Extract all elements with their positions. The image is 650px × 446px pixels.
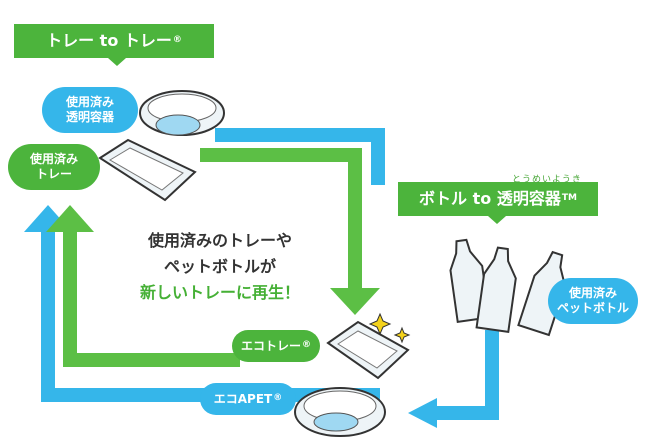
center-message: 使用済みのトレーや ペットボトルが 新しいトレーに再生！ [110, 228, 330, 306]
center-line2: ペットボトルが [163, 257, 276, 276]
eco-tray-bubble: エコトレー® [232, 330, 320, 362]
eco-tray-icon [326, 320, 410, 380]
clear-bowl-icon [139, 90, 225, 136]
bottle-badge-bg [398, 182, 598, 216]
tray-to-tray-badge-bg [14, 24, 214, 58]
used-tray-line1: 使用済み [29, 152, 78, 166]
used-clear-container-line2: 透明容器 [65, 110, 114, 124]
ruby-text: とうめいようき [512, 175, 582, 185]
bottle-to-container-mark: TM [561, 193, 577, 204]
blue-loop-path [215, 128, 385, 185]
used-bottle-bubble: 使用済み ペットボトル [548, 278, 638, 324]
green-arrow-up [46, 205, 94, 232]
blue-arrow-left [408, 398, 437, 428]
used-bottle-line1: 使用済み [568, 286, 617, 300]
center-line3: 新しいトレーに再生！ [139, 283, 300, 302]
blue-bottle-path [435, 330, 499, 420]
eco-apet-label: エコAPET [213, 391, 273, 406]
tray-icon [98, 138, 197, 202]
eco-apet-mark: ® [273, 393, 283, 404]
bottle-to-container-label: ボトル to 透明容器 [419, 189, 561, 208]
eco-tray-mark: ® [302, 340, 311, 351]
green-loop-bottom [63, 230, 240, 367]
sparkle-icon [368, 312, 411, 344]
green-arrow-down [330, 288, 380, 315]
used-clear-container-bubble: 使用済み 透明容器 [42, 87, 138, 133]
eco-tray-label: エコトレー [240, 338, 301, 353]
center-line1: 使用済みのトレーや [147, 231, 292, 250]
used-bottle-line2: ペットボトル [556, 301, 629, 315]
eco-apet-bowl-icon [294, 387, 386, 437]
green-loop-path [200, 148, 362, 290]
tray-to-tray-badge: トレー to トレー® [14, 24, 214, 58]
used-clear-container-line1: 使用済み [65, 95, 114, 109]
tray-to-tray-label: トレー to トレー [46, 31, 172, 50]
eco-apet-bubble: エコAPET® [200, 383, 296, 415]
tray-to-tray-mark: ® [172, 35, 182, 46]
used-tray-line2: トレー [35, 167, 72, 181]
used-tray-bubble: 使用済み トレー [8, 144, 100, 190]
